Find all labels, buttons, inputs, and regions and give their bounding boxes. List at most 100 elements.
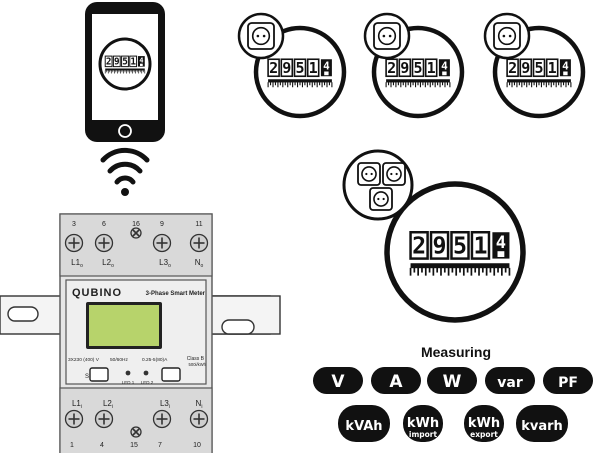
phase-label: L3o bbox=[159, 258, 171, 269]
phone-counter-digit-box bbox=[104, 55, 113, 68]
circuit-counter-3-fraction-digit: 4 bbox=[562, 59, 569, 72]
top-phase-labels: L1o L2o L3o No bbox=[71, 258, 203, 269]
top-terminal-numbers: 3 6 16 9 11 bbox=[72, 221, 203, 228]
terminal-number: 3 bbox=[72, 221, 76, 228]
meter-button-right[interactable] bbox=[161, 367, 181, 382]
terminal-number: 16 bbox=[132, 221, 140, 228]
unit-pill: V bbox=[313, 367, 363, 394]
unit-badge: kVAh bbox=[338, 405, 390, 442]
total-counter-digit-box bbox=[409, 230, 429, 260]
socket-icon bbox=[369, 187, 393, 211]
spec-voltage: 3X230 (400) V bbox=[68, 357, 100, 363]
unit-badge-label: kVAh bbox=[345, 419, 382, 434]
circuit-counter-2-digit: 2 bbox=[387, 59, 396, 77]
terminal-number: 11 bbox=[195, 221, 202, 228]
circuit-counter-1-digit: 9 bbox=[282, 59, 291, 77]
unit-pill: W bbox=[427, 367, 477, 394]
circuit-counter-1-digit-box bbox=[280, 58, 294, 78]
unit-badge-sublabel: import bbox=[409, 430, 438, 439]
circuit-counter-1-digit: 2 bbox=[269, 59, 278, 77]
terminal-number: 9 bbox=[160, 221, 164, 228]
din-rail-right bbox=[209, 295, 281, 335]
circuit-counter-3-scale-ruler bbox=[506, 79, 572, 88]
total-counter-digit: 5 bbox=[453, 232, 467, 259]
circuit-counter-1-digit-box bbox=[293, 58, 307, 78]
unit-pill-label: PF bbox=[558, 375, 578, 391]
meter-button-s[interactable] bbox=[89, 367, 109, 382]
unit-badge-label: kWh bbox=[407, 416, 439, 431]
circuit-counter-3-digit: 1 bbox=[548, 59, 557, 77]
circuit-counter-1-digit-box bbox=[267, 58, 280, 78]
circuit-counter-2-fraction-box bbox=[438, 59, 450, 77]
phase-label: No bbox=[195, 258, 204, 269]
circuit-counter-1-digit-box bbox=[306, 58, 320, 78]
phase-label: L2i bbox=[103, 399, 113, 410]
circuit-counter-1-fraction-digit: 4 bbox=[323, 59, 330, 72]
circuit-counter-2-digit: 9 bbox=[400, 59, 409, 77]
unit-badge: kvarh bbox=[516, 405, 568, 442]
spec-impulse: 500i/kWh bbox=[189, 362, 207, 367]
circuit-counter-1-digit: 1 bbox=[309, 59, 318, 77]
total-counter-fraction-box bbox=[492, 232, 510, 259]
total-counter-digit: 1 bbox=[473, 232, 487, 259]
socket-icon bbox=[373, 22, 401, 50]
button-s-label: S bbox=[85, 374, 89, 380]
terminal-number: 6 bbox=[102, 221, 106, 228]
socket-icon bbox=[247, 22, 275, 50]
unit-badge-sublabel: export bbox=[470, 430, 498, 439]
top-terminal-screws bbox=[64, 227, 209, 253]
circuit-counter-3-digit: 9 bbox=[521, 59, 530, 77]
circuit-counter-3-digit-box bbox=[506, 58, 519, 78]
circuit-counter-3-digit-box bbox=[519, 58, 533, 78]
unit-pill: PF bbox=[543, 367, 593, 394]
terminal-number: 10 bbox=[193, 442, 201, 449]
phone-counter-digit: 9 bbox=[114, 57, 120, 68]
spec-frequency: 50/60Hz bbox=[110, 357, 128, 363]
total-counter-scale-ruler bbox=[409, 263, 511, 276]
spec-class: Class B bbox=[187, 356, 205, 362]
unit-pill-label: V bbox=[331, 372, 345, 392]
unit-badge-label: kWh bbox=[468, 416, 500, 431]
total-counter-digit-box bbox=[450, 230, 470, 260]
led-2 bbox=[143, 370, 149, 376]
phone-counter-digit: 2 bbox=[106, 57, 112, 68]
unit-badge-label: kvarh bbox=[521, 419, 563, 434]
terminal-number: 15 bbox=[130, 442, 138, 449]
phase-label: L2o bbox=[102, 258, 114, 269]
circuit-counter-2-digit-box bbox=[424, 58, 438, 78]
lcd-screen bbox=[89, 305, 159, 346]
wifi-icon bbox=[100, 147, 150, 196]
socket-icon bbox=[493, 22, 521, 50]
phase-label: L1i bbox=[72, 399, 82, 410]
phone-counter-fraction-digit: 4 bbox=[139, 56, 143, 64]
meter-brand: QUBINO bbox=[72, 287, 122, 299]
total-counter-digit: 9 bbox=[433, 232, 447, 259]
circuit-counter-2-fraction-digit: 4 bbox=[441, 59, 448, 72]
led-2-label: LED 2 bbox=[141, 380, 154, 385]
phone-counter-digit: 1 bbox=[130, 57, 136, 68]
circuit-counter-2-scale-ruler bbox=[385, 79, 451, 88]
unit-pill: var bbox=[485, 367, 535, 394]
total-counter-digit-box bbox=[470, 230, 491, 260]
circuit-counter-3-digit: 5 bbox=[534, 59, 543, 77]
phase-label: L1o bbox=[71, 258, 83, 269]
unit-pill: A bbox=[371, 367, 421, 394]
phone-counter-digit-box bbox=[121, 55, 129, 68]
total-counter-fraction-digit: 4 bbox=[496, 233, 506, 253]
circuit-counter-3-fraction-box bbox=[559, 59, 571, 77]
meter-model: 3-Phase Smart Meter bbox=[146, 291, 206, 297]
phase-label: Ni bbox=[196, 399, 203, 410]
spec-current: 0.25-5(80)A bbox=[142, 357, 168, 363]
phone-counter-digit-box bbox=[112, 55, 121, 68]
total-counter-digit-box bbox=[429, 230, 450, 260]
measuring-title: Measuring bbox=[421, 344, 491, 360]
